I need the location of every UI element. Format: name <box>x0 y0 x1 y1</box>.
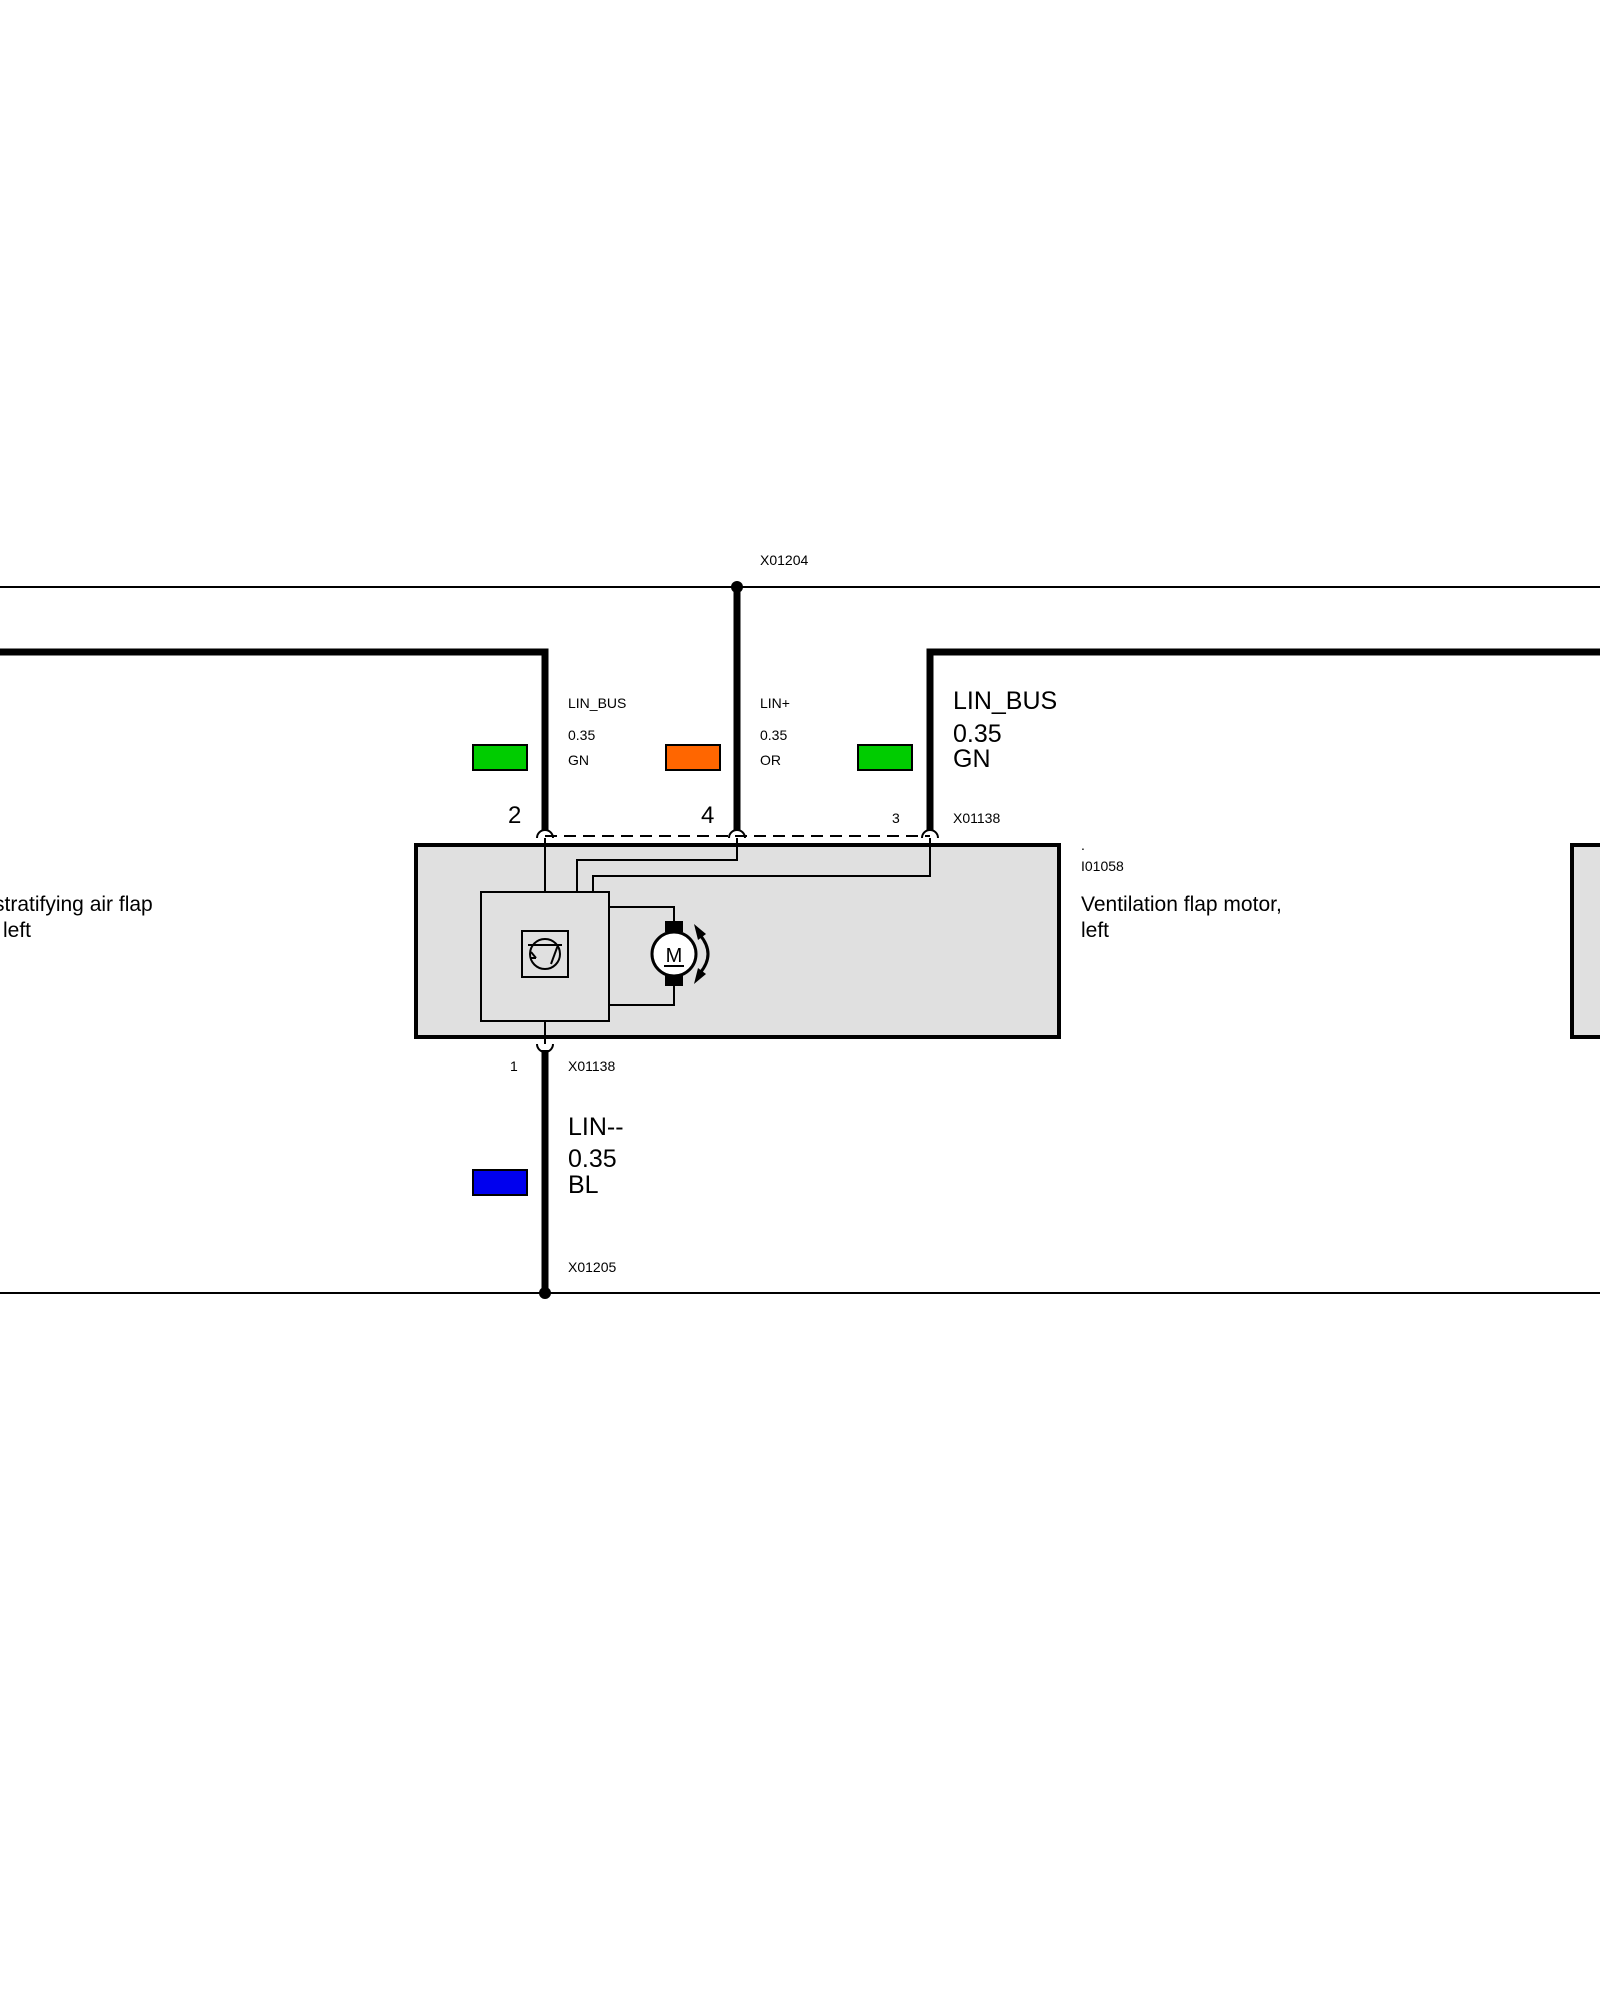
wire-pin1-color-swatch <box>472 1169 528 1196</box>
component-id: I01058 <box>1081 858 1124 874</box>
wire-pin2-color-code: GN <box>568 752 589 768</box>
pin1-terminal <box>536 1043 554 1053</box>
neighbor-name-line1: stratifying air flap <box>0 893 153 916</box>
wire-pin3-signal: LIN_BUS <box>953 687 1057 715</box>
internal-wire-pin4 <box>576 838 738 892</box>
component-plug-top-label: X01138 <box>953 810 1000 826</box>
sensor-icon <box>521 930 569 978</box>
pin3-number: 3 <box>892 810 900 826</box>
wire-pin4-color-swatch <box>665 744 721 771</box>
component-dot: . <box>1081 837 1085 853</box>
wire-pin3-color-swatch <box>857 744 913 771</box>
pin3-terminal <box>921 829 939 839</box>
neighbor-name-line2: left <box>3 919 31 942</box>
wire-pin1-size: 0.35 <box>568 1145 617 1173</box>
internal-wire-pin3 <box>592 838 931 892</box>
pin4-number: 4 <box>701 802 714 829</box>
top-bus-node-label: X01204 <box>760 552 808 568</box>
wire-pin2-color-swatch <box>472 744 528 771</box>
wire-pin4-color-code: OR <box>760 752 781 768</box>
wire-pin1-signal: LIN-- <box>568 1113 624 1141</box>
wire-pin3-size: 0.35 <box>953 720 1002 748</box>
component-plug-bottom-label: X01138 <box>568 1058 615 1074</box>
motor-wire-top <box>609 906 675 925</box>
rotation-arrow-icon <box>694 924 710 984</box>
neighbor-component-box <box>1570 843 1600 1039</box>
wire-pin3 <box>926 648 1600 830</box>
wire-pin3-color-code: GN <box>953 745 991 773</box>
motor-wire-bottom <box>609 982 675 1006</box>
wire-pin1-color-code: BL <box>568 1171 599 1199</box>
motor-letter: M <box>666 945 683 967</box>
bottom-bus-node-label: X01205 <box>568 1259 616 1275</box>
pin2-number: 2 <box>508 802 521 829</box>
wire-pin4-signal: LIN+ <box>760 695 790 711</box>
component-name-line1: Ventilation flap motor, <box>1081 893 1282 916</box>
wire-pin2 <box>0 648 549 830</box>
wire-pin2-size: 0.35 <box>568 727 595 743</box>
component-name-line2: left <box>1081 919 1109 942</box>
pin1-number: 1 <box>510 1058 518 1074</box>
motor-icon: M <box>650 921 698 986</box>
wire-pin2-signal: LIN_BUS <box>568 695 626 711</box>
wire-pin4-size: 0.35 <box>760 727 787 743</box>
